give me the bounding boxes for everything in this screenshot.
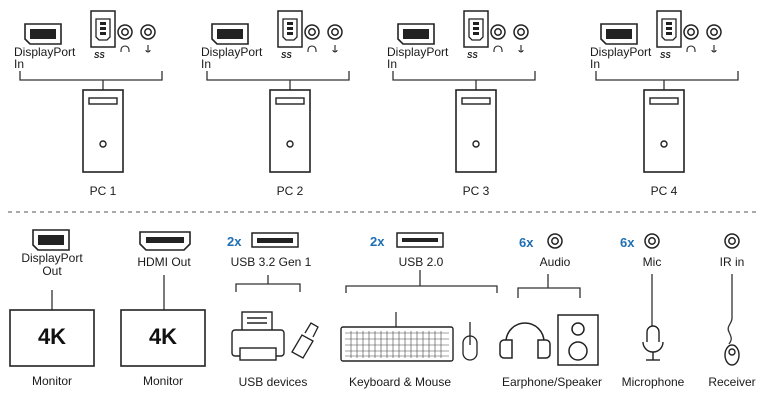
- pc-3-label: PC 3: [462, 184, 490, 198]
- headphone-jack-icon: [683, 24, 699, 40]
- pc-tower-icon: [455, 89, 497, 173]
- mic-jack-icon: [140, 24, 156, 40]
- usb-b-icon: [277, 10, 303, 48]
- ir-receiver-icon: [724, 344, 740, 366]
- mic-count: 6x: [620, 235, 635, 250]
- pc-1-group: [19, 10, 163, 173]
- displayport-in-icon: [211, 23, 249, 45]
- usb32-port-icon: [251, 232, 299, 248]
- pc1-port-label: DisplayPort In: [14, 45, 76, 71]
- pc4-port-label: DisplayPort In: [590, 45, 652, 71]
- pc2-port-label: DisplayPort In: [201, 45, 263, 71]
- displayport-in-icon: [24, 23, 62, 45]
- headphones-icon: [499, 322, 551, 359]
- mic-jack-icon: [644, 233, 660, 249]
- headphone-jack-icon: [304, 24, 320, 40]
- printer-icon: [231, 311, 285, 361]
- headphone-jack-icon: [490, 24, 506, 40]
- earphone-speaker-label: Earphone/Speaker: [501, 375, 603, 389]
- displayport-out-icon: [32, 229, 70, 251]
- pc-tower-icon: [82, 89, 124, 173]
- audio-label: Audio: [539, 255, 571, 269]
- headphone-jack-icon: [117, 24, 133, 40]
- pc3-port-label: DisplayPort In: [387, 45, 449, 71]
- jack-glyphs: [120, 45, 717, 53]
- pc-4-group: [595, 10, 739, 173]
- monitor-2-resolution: 4K: [148, 324, 178, 349]
- displayport-in-icon: [397, 23, 435, 45]
- microphone-icon: [642, 325, 664, 361]
- mic-jack-icon: [513, 24, 529, 40]
- mic-jack-icon: [327, 24, 343, 40]
- monitor-1-label: Monitor: [31, 374, 72, 388]
- monitor-1-resolution: 4K: [37, 324, 67, 349]
- mic-jack-icon: [706, 24, 722, 40]
- monitor-2-label: Monitor: [142, 374, 183, 388]
- usb-ss-mark: SS: [281, 51, 292, 60]
- usb-b-icon: [463, 10, 489, 48]
- usb-b-icon: [656, 10, 682, 48]
- keyboard-mouse-label: Keyboard & Mouse: [348, 375, 452, 389]
- usb-ss-mark: SS: [660, 51, 671, 60]
- usb-ss-mark: SS: [467, 51, 478, 60]
- receiver-label: Receiver: [708, 375, 756, 389]
- usb32-label: USB 3.2 Gen 1: [230, 255, 312, 269]
- ir-jack-icon: [724, 233, 740, 249]
- hdmi-out-label: HDMI Out: [137, 255, 191, 269]
- pc-tower-icon: [643, 89, 685, 173]
- ir-in-label: IR in: [719, 255, 745, 269]
- usb20-label: USB 2.0: [398, 255, 444, 269]
- pc-2-group: [206, 10, 350, 173]
- usb-b-icon: [90, 10, 116, 48]
- audio-jack-icon: [547, 233, 563, 249]
- pc-4-label: PC 4: [650, 184, 678, 198]
- usb32-count: 2x: [227, 234, 242, 249]
- speaker-icon: [557, 314, 599, 366]
- displayport-in-icon: [600, 23, 638, 45]
- pc-2-label: PC 2: [276, 184, 304, 198]
- displayport-out-label: DisplayPort Out: [21, 251, 83, 278]
- hdmi-out-icon: [139, 231, 191, 251]
- audio-count: 6x: [519, 235, 534, 250]
- microphone-label: Microphone: [621, 375, 685, 389]
- usb20-count: 2x: [370, 234, 385, 249]
- pc-tower-icon: [269, 89, 311, 173]
- keyboard-icon: [340, 312, 454, 362]
- usb-devices-label: USB devices: [238, 375, 308, 389]
- usb-stick-icon: [291, 322, 319, 359]
- pc-1-label: PC 1: [89, 184, 117, 198]
- mic-label: Mic: [642, 255, 662, 269]
- usb20-port-icon: [396, 232, 444, 248]
- pc-3-group: [392, 10, 536, 173]
- usb-ss-mark: SS: [94, 51, 105, 60]
- mouse-icon: [462, 322, 478, 361]
